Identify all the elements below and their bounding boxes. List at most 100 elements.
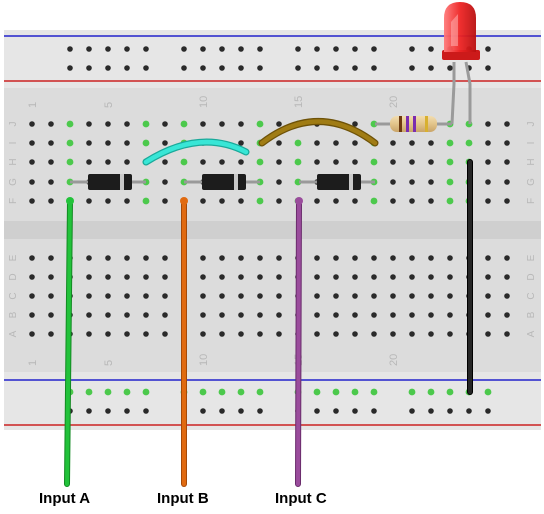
- breadboard-hole: [162, 179, 168, 185]
- breadboard-hole: [200, 408, 206, 414]
- row-letter: D: [8, 273, 19, 280]
- column-number: 20: [388, 96, 400, 108]
- led: [442, 2, 480, 125]
- column-number: 1: [27, 360, 39, 366]
- breadboard-hole: [238, 274, 244, 280]
- breadboard-hole: [238, 65, 244, 71]
- diode-3: [299, 174, 375, 190]
- breadboard-hole: [162, 140, 168, 146]
- breadboard-hole: [200, 255, 206, 261]
- input-c-label: Input C: [275, 490, 327, 507]
- breadboard-hole: [428, 408, 434, 414]
- breadboard-hole: [200, 121, 206, 127]
- breadboard-hole: [295, 65, 301, 71]
- breadboard-hole: [333, 65, 339, 71]
- breadboard-hole-connected: [446, 388, 454, 396]
- column-number: 20: [388, 354, 400, 366]
- breadboard-hole: [86, 159, 92, 165]
- breadboard-hole: [105, 198, 111, 204]
- column-number: 10: [198, 354, 210, 366]
- breadboard-hole: [257, 293, 263, 299]
- breadboard-hole: [105, 140, 111, 146]
- breadboard-hole: [143, 65, 149, 71]
- breadboard-hole: [200, 331, 206, 337]
- breadboard-hole: [86, 255, 92, 261]
- breadboard-hole: [485, 331, 491, 337]
- breadboard-hole-connected: [427, 388, 435, 396]
- breadboard-hole: [124, 65, 130, 71]
- breadboard-hole: [48, 331, 54, 337]
- breadboard-hole: [409, 198, 415, 204]
- breadboard-hole: [314, 255, 320, 261]
- breadboard-hole: [67, 65, 73, 71]
- breadboard-hole-connected: [66, 139, 74, 147]
- breadboard-hole: [276, 198, 282, 204]
- breadboard-hole: [409, 46, 415, 52]
- breadboard-hole: [314, 312, 320, 318]
- breadboard-hole: [29, 179, 35, 185]
- row-letter: E: [8, 254, 19, 261]
- breadboard-hole: [333, 198, 339, 204]
- breadboard-hole-connected: [256, 120, 264, 128]
- breadboard-hole: [447, 331, 453, 337]
- breadboard-hole: [352, 140, 358, 146]
- breadboard-hole: [143, 331, 149, 337]
- breadboard-hole: [238, 121, 244, 127]
- breadboard-hole: [86, 46, 92, 52]
- breadboard-hole: [390, 274, 396, 280]
- breadboard-hole: [409, 255, 415, 261]
- breadboard-hole: [238, 408, 244, 414]
- breadboard-hole: [86, 121, 92, 127]
- breadboard-hole: [162, 159, 168, 165]
- breadboard-hole: [124, 46, 130, 52]
- breadboard-hole: [238, 312, 244, 318]
- breadboard-hole: [371, 408, 377, 414]
- brown-jumper[interactable]: [259, 119, 378, 146]
- breadboard-hole: [314, 159, 320, 165]
- breadboard-hole: [428, 179, 434, 185]
- breadboard-hole: [29, 140, 35, 146]
- breadboard-hole-connected: [370, 158, 378, 166]
- breadboard-hole: [333, 331, 339, 337]
- breadboard-hole: [29, 198, 35, 204]
- breadboard-hole-connected: [66, 158, 74, 166]
- breadboard-hole-connected: [484, 388, 492, 396]
- breadboard-hole: [29, 312, 35, 318]
- breadboard-hole: [428, 255, 434, 261]
- resistor-band: [399, 116, 402, 132]
- breadboard-hole: [485, 255, 491, 261]
- breadboard-hole: [257, 331, 263, 337]
- breadboard-hole: [257, 46, 263, 52]
- breadboard-hole-connected: [294, 158, 302, 166]
- cyan-jumper[interactable]: [143, 139, 249, 165]
- breadboard-hole: [143, 312, 149, 318]
- input-a-wire[interactable]: [65, 199, 72, 486]
- breadboard-hole: [86, 408, 92, 414]
- breadboard-hole: [485, 293, 491, 299]
- breadboard-hole: [238, 293, 244, 299]
- row-letter: J: [526, 122, 537, 127]
- input-c-wire[interactable]: [296, 199, 301, 486]
- resistor: [375, 116, 452, 132]
- breadboard-hole: [352, 198, 358, 204]
- breadboard-hole-connected: [294, 139, 302, 147]
- breadboard-hole: [86, 198, 92, 204]
- breadboard-hole: [86, 65, 92, 71]
- breadboard-hole: [200, 293, 206, 299]
- breadboard-hole: [371, 255, 377, 261]
- row-letter: I: [8, 142, 19, 145]
- breadboard-hole: [485, 46, 491, 52]
- row-letter: A: [526, 330, 537, 337]
- breadboard-hole: [390, 255, 396, 261]
- bottom-power-rail: [4, 372, 541, 430]
- breadboard-hole: [371, 312, 377, 318]
- breadboard-hole: [162, 121, 168, 127]
- column-numbers-top: 1 5 10 15 20: [27, 96, 400, 108]
- column-number: 15: [293, 96, 305, 108]
- breadboard-hole: [390, 331, 396, 337]
- breadboard-hole: [238, 159, 244, 165]
- breadboard-hole: [409, 331, 415, 337]
- row-letter: G: [8, 178, 19, 186]
- breadboard-hole: [409, 312, 415, 318]
- breadboard-hole: [143, 293, 149, 299]
